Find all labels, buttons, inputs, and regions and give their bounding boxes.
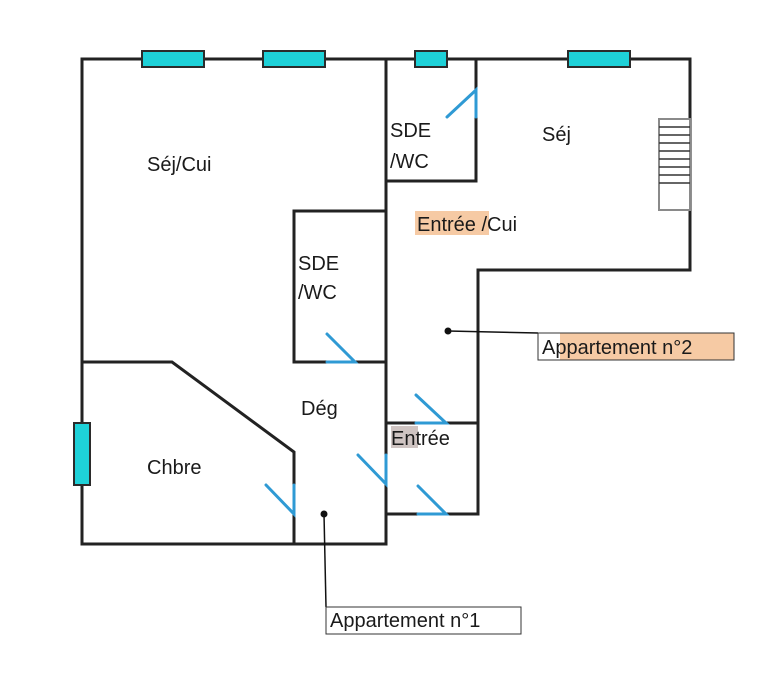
apartment-2-highlight xyxy=(560,333,734,360)
door-swing-icon xyxy=(414,393,450,425)
room-label-entree-cui: Entrée /Cui xyxy=(417,214,517,236)
room-label-chbre: Chbre xyxy=(147,457,201,479)
window-icon xyxy=(262,50,326,68)
room-label-sde-wc-mid-1: SDE xyxy=(298,253,339,275)
room-label-sde-wc-top-1: SDE xyxy=(390,120,431,142)
window-icon xyxy=(567,50,631,68)
windows xyxy=(73,50,631,486)
apartment-2-leader xyxy=(447,330,539,334)
window-icon xyxy=(414,50,448,68)
outer-wall-left-bottom xyxy=(80,57,388,546)
door-swing-icon xyxy=(445,86,478,119)
entree-highlight xyxy=(391,426,418,448)
room-label-sej: Séj xyxy=(542,124,571,146)
door-swing-icon xyxy=(356,453,388,488)
window-icon xyxy=(73,422,91,486)
apartment-2-callout-box xyxy=(537,332,735,361)
window-icon xyxy=(141,50,205,68)
room-label-sde-wc-mid-2: /WC xyxy=(298,282,337,304)
room-label-entree: Entrée xyxy=(391,428,450,450)
entree-cui-highlight xyxy=(415,211,489,235)
apartment-1-callout: Appartement n°1 xyxy=(330,610,480,632)
door-swing-icon xyxy=(264,483,296,518)
doors xyxy=(264,86,478,518)
apartment-1-callout-box xyxy=(325,606,522,635)
room-label-deg: Dég xyxy=(301,398,338,420)
wall-chbre xyxy=(80,360,296,546)
room-label-sej-cui: Séj/Cui xyxy=(147,154,211,176)
door-swing-icon xyxy=(416,484,450,516)
apartment-2-callout: Appartement n°2 xyxy=(542,337,692,359)
staircase-icon xyxy=(658,118,691,211)
room-label-sde-wc-top-2: /WC xyxy=(390,151,429,173)
door-swing-icon xyxy=(325,332,359,364)
apartment-1-leader xyxy=(323,513,327,608)
